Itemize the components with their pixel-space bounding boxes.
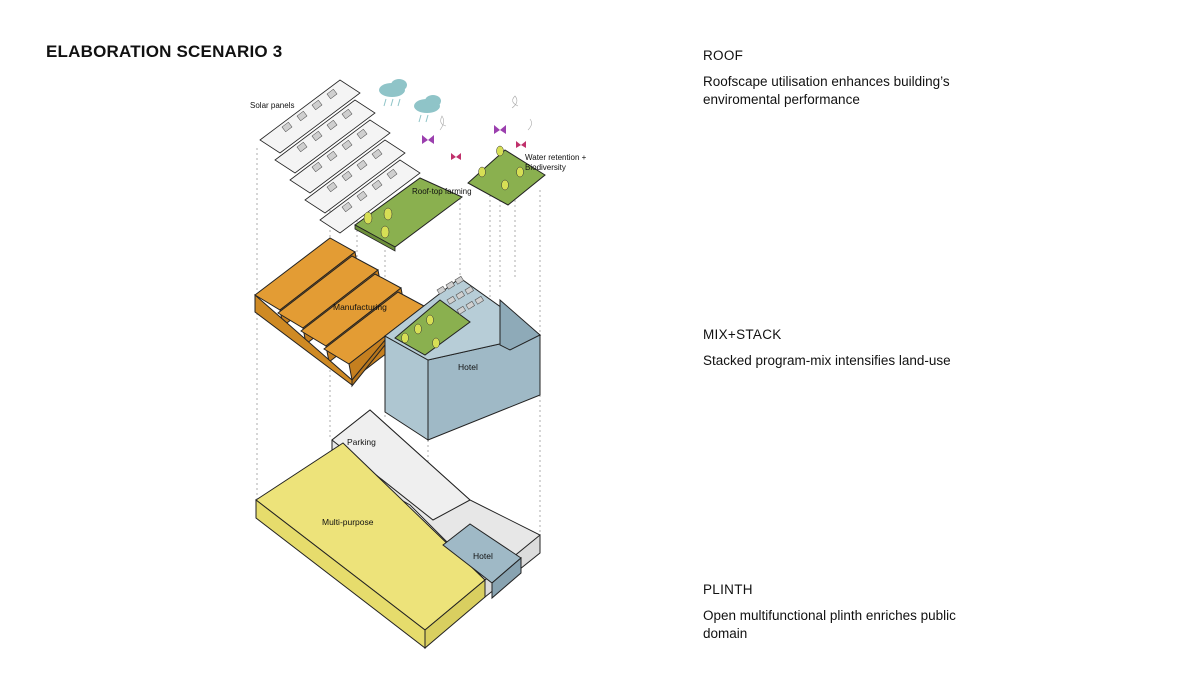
solar-panels-label: Solar panels (250, 101, 294, 110)
biodiversity-label: Biodiversity (525, 163, 566, 172)
roof-layer: Solar panels Roof-top farming Water rete… (250, 79, 587, 252)
retention-trees (478, 145, 524, 191)
plinth-text: Open multifunctional plinth enriches pub… (703, 608, 956, 641)
parking-label: Parking (347, 437, 376, 447)
hotel-label-lower: Hotel (473, 551, 493, 561)
hotel-roof-trees (401, 314, 440, 349)
water-retention-label: Water retention + (525, 153, 587, 162)
water-retention-roof (467, 149, 546, 206)
mix-stack-layer: Manufacturing Hotel (254, 237, 542, 441)
mix-stack-description: MIX+STACK Stacked program-mix intensifie… (703, 327, 1003, 370)
plinth-description: PLINTH Open multifunctional plinth enric… (703, 582, 1003, 643)
butterfly-icon (422, 125, 526, 160)
solar-panel-array (259, 79, 421, 234)
roof-heading: ROOF (703, 48, 744, 63)
roof-description: ROOF Roofscape utilisation enhances buil… (703, 48, 1003, 109)
plinth-layer: Multi-purpose Parking Hotel (255, 409, 541, 650)
hotel-roof-solar (436, 275, 484, 315)
hotel-block-upper (384, 277, 542, 441)
rooftop-farming-label: Roof-top farming (412, 187, 472, 196)
mix-stack-heading: MIX+STACK (703, 327, 782, 342)
manufacturing-label: Manufacturing (333, 302, 387, 312)
hotel-label-upper: Hotel (458, 362, 478, 372)
farm-trees (363, 207, 393, 239)
multipurpose-label: Multi-purpose (322, 517, 374, 527)
plinth-heading: PLINTH (703, 582, 753, 597)
roof-text: Roofscape utilisation enhances building’… (703, 74, 950, 107)
mix-stack-text: Stacked program-mix intensifies land-use (703, 353, 951, 368)
rain-cloud-icon (379, 79, 441, 113)
page-title: ELABORATION SCENARIO 3 (46, 42, 283, 61)
